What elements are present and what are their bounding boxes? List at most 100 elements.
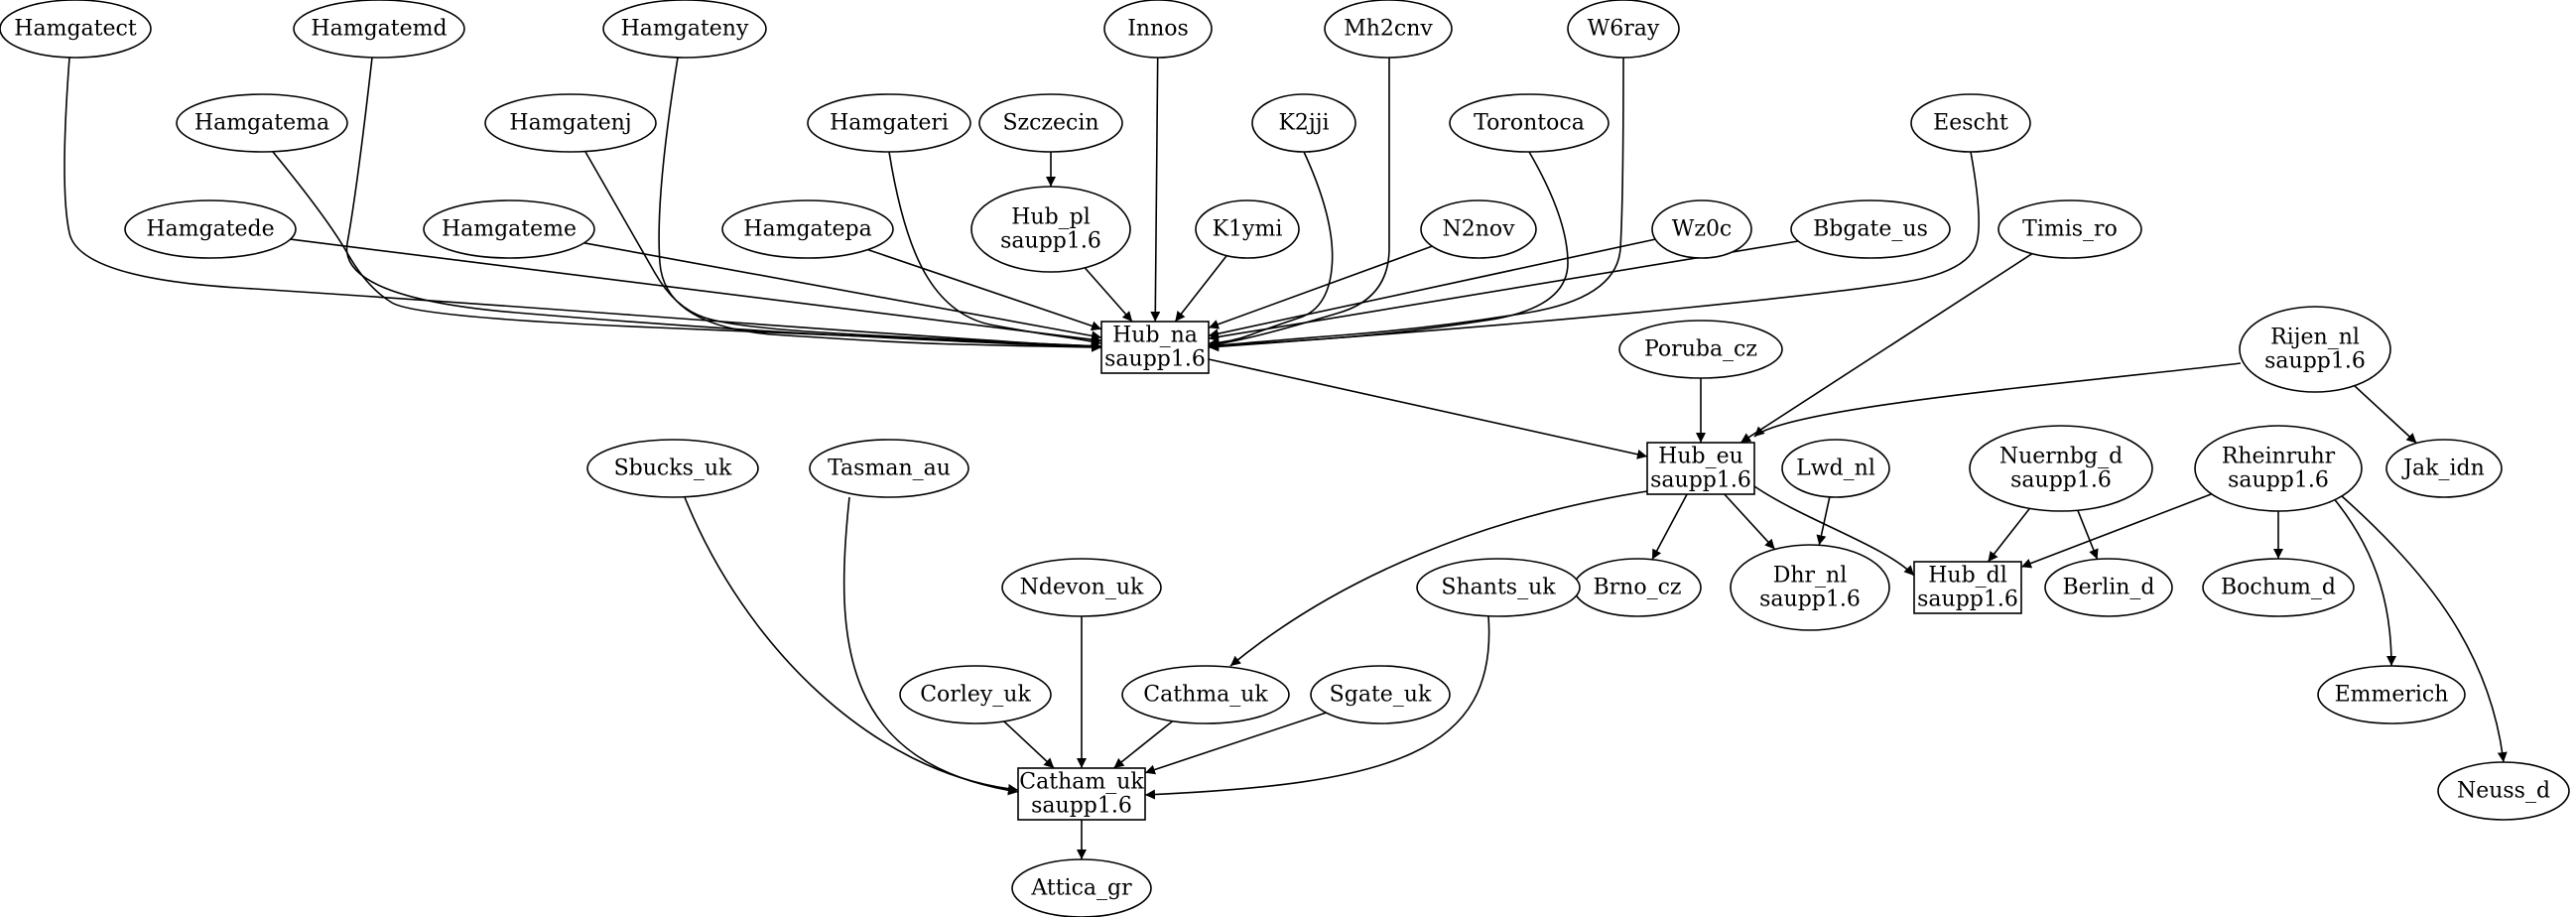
node-ellipse xyxy=(1001,558,1162,617)
node-ellipse xyxy=(1567,0,1680,59)
node-ellipse xyxy=(970,186,1131,273)
edge-nuernbg-d-to-berlin-d xyxy=(2077,510,2099,560)
node-box xyxy=(1017,767,1146,821)
node-ellipse xyxy=(1324,0,1453,59)
node-label: Bochum_d xyxy=(2221,576,2336,600)
node-label: Bbgate_us xyxy=(1813,217,1928,242)
node-label: saupp1.6 xyxy=(2228,468,2329,493)
node-label: N2nov xyxy=(1442,217,1515,242)
edge-sbucks-uk-to-catham-uk xyxy=(684,496,1019,794)
node-ellipse xyxy=(293,0,465,59)
node-label: Hamgatepa xyxy=(743,217,871,242)
edge-mh2cnv-to-hub-na xyxy=(1208,58,1390,349)
node-label: Hamgatema xyxy=(194,111,329,136)
node-sbucks-uk: Sbucks_uk xyxy=(586,439,759,498)
node-tasman-au: Tasman_au xyxy=(809,439,969,498)
node-ellipse xyxy=(807,93,971,153)
node-label: Rijen_nl xyxy=(2270,326,2360,350)
node-corley-uk: Corley_uk xyxy=(899,665,1052,724)
node-label: Hamgateme xyxy=(442,217,577,242)
node-timis-ro: Timis_ro xyxy=(1997,199,2142,259)
node-label: Hamgatede xyxy=(146,217,274,242)
edge-wz0c-to-hub-na xyxy=(1208,238,1656,339)
node-label: Poruba_cz xyxy=(1644,337,1757,362)
node-label: Brno_cz xyxy=(1593,576,1681,600)
node-ellipse xyxy=(2194,425,2363,512)
node-hamgateny: Hamgateny xyxy=(602,0,767,59)
node-ellipse xyxy=(1618,320,1783,379)
edge-eescht-to-hub-na xyxy=(1208,151,1980,352)
edge-k1ymi-to-hub-na xyxy=(1174,255,1227,323)
edge-innos-to-hub-na xyxy=(1150,57,1161,323)
node-sgate-uk: Sgate_uk xyxy=(1310,665,1451,724)
node-hamgateri: Hamgateri xyxy=(807,93,971,153)
edge-hub-eu-to-dhr-nl xyxy=(1724,493,1776,550)
edges-layer xyxy=(64,57,2508,859)
node-label: Ndevon_uk xyxy=(1020,576,1144,600)
edge-lwd-nl-to-dhr-nl xyxy=(1816,496,1831,546)
node-label: Hub_eu xyxy=(1658,445,1743,469)
node-ellipse xyxy=(1103,0,1213,59)
node-label: Neuss_d xyxy=(2457,779,2550,804)
edge-rijen-nl-to-hub-eu xyxy=(1753,362,2242,438)
node-label: Hamgatenj xyxy=(509,111,631,136)
node-hamgatema: Hamgatema xyxy=(176,93,348,153)
node-ellipse xyxy=(1195,199,1300,259)
node-label: Tasman_au xyxy=(828,457,951,481)
node-ellipse xyxy=(1251,93,1356,153)
edge-hub-eu-to-brno-cz xyxy=(1651,493,1688,561)
node-label: Hamgateri xyxy=(830,111,949,136)
node-ellipse xyxy=(1449,93,1610,153)
node-ellipse xyxy=(176,93,348,153)
node-ellipse xyxy=(2385,439,2503,498)
node-label: Hub_dl xyxy=(1928,564,2007,589)
node-ellipse xyxy=(484,93,657,153)
node-ellipse xyxy=(978,93,1123,153)
node-label: Torontoca xyxy=(1474,111,1585,136)
edge-rijen-nl-to-jak-idn xyxy=(2354,385,2417,445)
node-label: Dhr_nl xyxy=(1773,564,1848,589)
node-label: Cathma_uk xyxy=(1143,683,1268,708)
node-cathma-uk: Cathma_uk xyxy=(1121,665,1290,724)
node-label: Innos xyxy=(1127,17,1189,42)
node-label: Rheinruhr xyxy=(2222,445,2336,469)
node-box xyxy=(1646,442,1755,495)
node-neuss-d: Neuss_d xyxy=(2437,761,2570,821)
node-hamgateme: Hamgateme xyxy=(423,199,595,259)
edge-cathma-uk-to-catham-uk xyxy=(1112,720,1174,769)
node-label: Szczecin xyxy=(1002,111,1098,136)
node-label: saupp1.6 xyxy=(1759,588,1861,612)
node-label: saupp1.6 xyxy=(1031,794,1132,819)
node-ellipse xyxy=(899,665,1052,724)
node-label: Nuernbg_d xyxy=(1999,445,2123,469)
node-brno-cz: Brno_cz xyxy=(1573,558,1702,617)
node-label: Berlin_d xyxy=(2062,576,2154,600)
edge-hub-eu-to-hub-dl xyxy=(1753,485,1915,577)
node-label: Emmerich xyxy=(2335,683,2449,708)
edge-hub-eu-to-cathma-uk xyxy=(1229,490,1648,667)
node-ellipse xyxy=(721,199,894,259)
node-poruba-cz: Poruba_cz xyxy=(1618,320,1783,379)
node-label: Hamgatect xyxy=(14,17,137,42)
node-hamgatemd: Hamgatemd xyxy=(293,0,465,59)
edge-corley-uk-to-catham-uk xyxy=(1003,720,1055,769)
node-ndevon-uk: Ndevon_uk xyxy=(1001,558,1162,617)
node-ellipse xyxy=(2317,665,2466,724)
edge-nuernbg-d-to-hub-dl xyxy=(1987,507,2031,563)
node-label: Hub_pl xyxy=(1011,205,1091,230)
node-label: Shants_uk xyxy=(1441,576,1556,600)
node-label: Hamgatemd xyxy=(311,17,447,42)
node-berlin-d: Berlin_d xyxy=(2044,558,2173,617)
node-shants-uk: Shants_uk xyxy=(1416,558,1581,617)
node-label: Jak_idn xyxy=(2401,457,2485,481)
edge-tasman-au-to-catham-uk xyxy=(842,496,1019,796)
node-ellipse xyxy=(1416,558,1581,617)
edge-hamgatenj-to-hub-na xyxy=(584,151,1102,351)
node-ellipse xyxy=(1781,439,1890,498)
node-emmerich: Emmerich xyxy=(2317,665,2466,724)
node-ellipse xyxy=(0,0,152,59)
